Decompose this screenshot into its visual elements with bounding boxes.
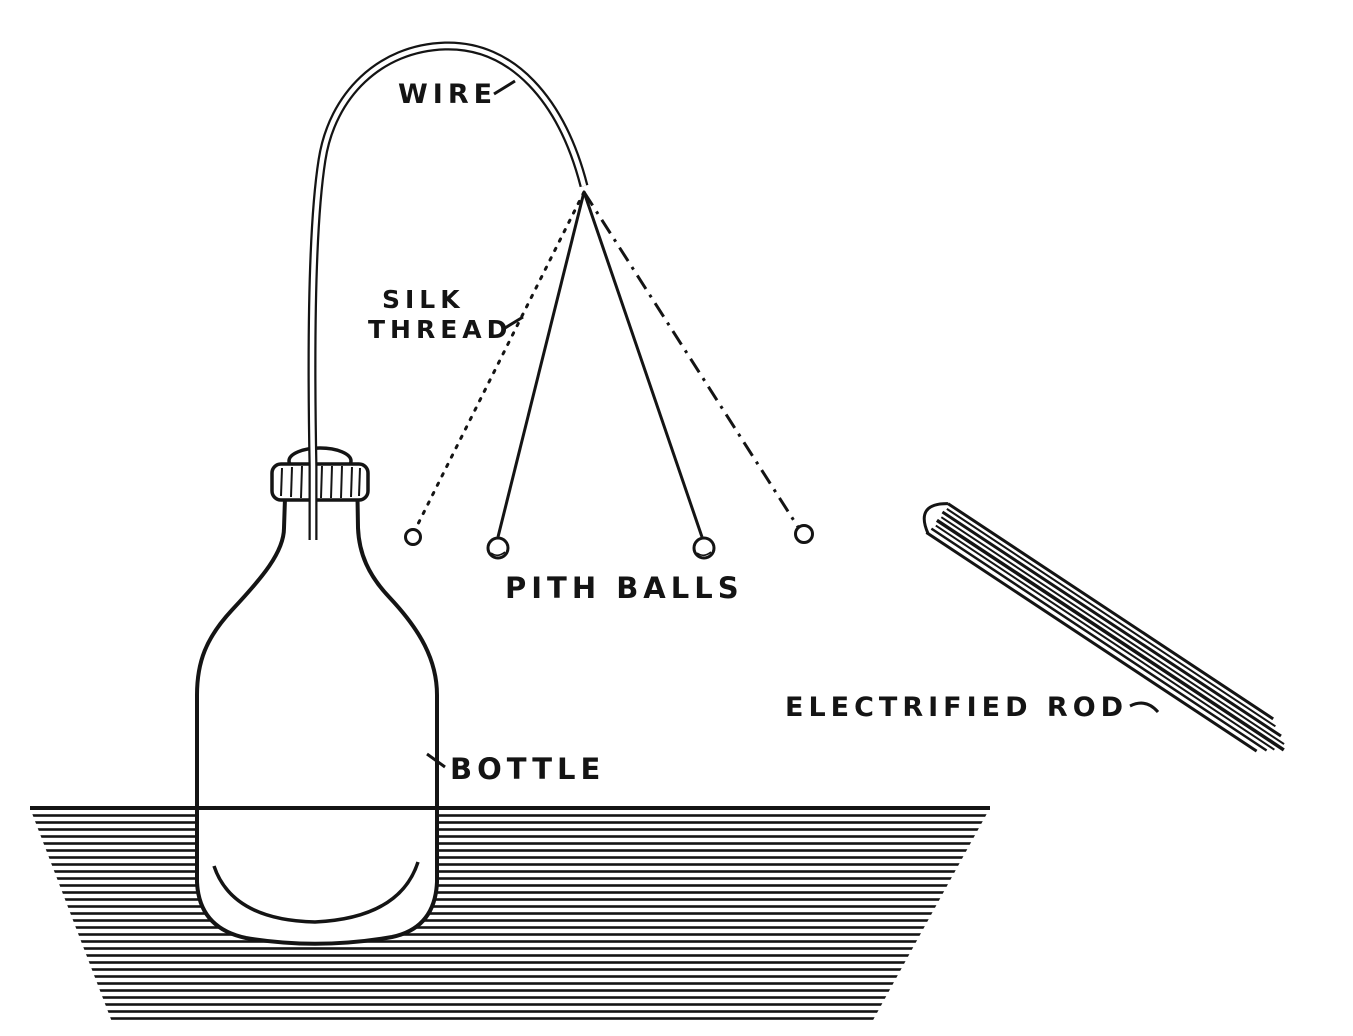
thread-solid-left [496, 191, 586, 538]
bottle-outline [195, 466, 439, 946]
wire-inner [309, 43, 587, 540]
electrified-rod-drawing [922, 502, 1285, 753]
thread-dotted-left [414, 190, 586, 530]
rod-left-cap [922, 502, 948, 535]
cork-stopper [270, 446, 370, 502]
thread-dashdot-right [582, 191, 800, 528]
pith-ball-left-shading [490, 551, 506, 557]
silk-thread-leader-line [504, 315, 524, 330]
pith-ball-far-left [404, 528, 422, 546]
thread-solid-right [582, 191, 704, 538]
bottle-base-curve [212, 861, 420, 924]
electrified-rod-label: ELECTRIFIED ROD [785, 692, 1128, 723]
rod-grain-lines [925, 502, 1285, 753]
silk-thread-label-line2: THREAD [368, 315, 512, 344]
labels: WIRE SILK THREAD PITH BALLS BOTTLE ELECT… [368, 79, 1160, 786]
wire-label: WIRE [398, 79, 497, 110]
bottle-label: BOTTLE [450, 752, 605, 786]
cork-flange [270, 462, 370, 502]
electrified-rod-leader-line [1129, 701, 1160, 714]
table-surface [30, 808, 990, 1022]
pith-balls-label: PITH BALLS [505, 571, 744, 605]
wire-drawing [307, 41, 589, 540]
pith-ball-right-shading [696, 551, 712, 557]
silk-thread-label-line1: SILK [382, 285, 465, 314]
wire-leader-line [493, 79, 516, 96]
bottle-leader-line [426, 752, 446, 769]
bottle-drawing [195, 466, 439, 946]
pith-ball-far-right [794, 524, 814, 544]
table-hatching [30, 808, 990, 1022]
threads-and-balls [404, 190, 814, 560]
